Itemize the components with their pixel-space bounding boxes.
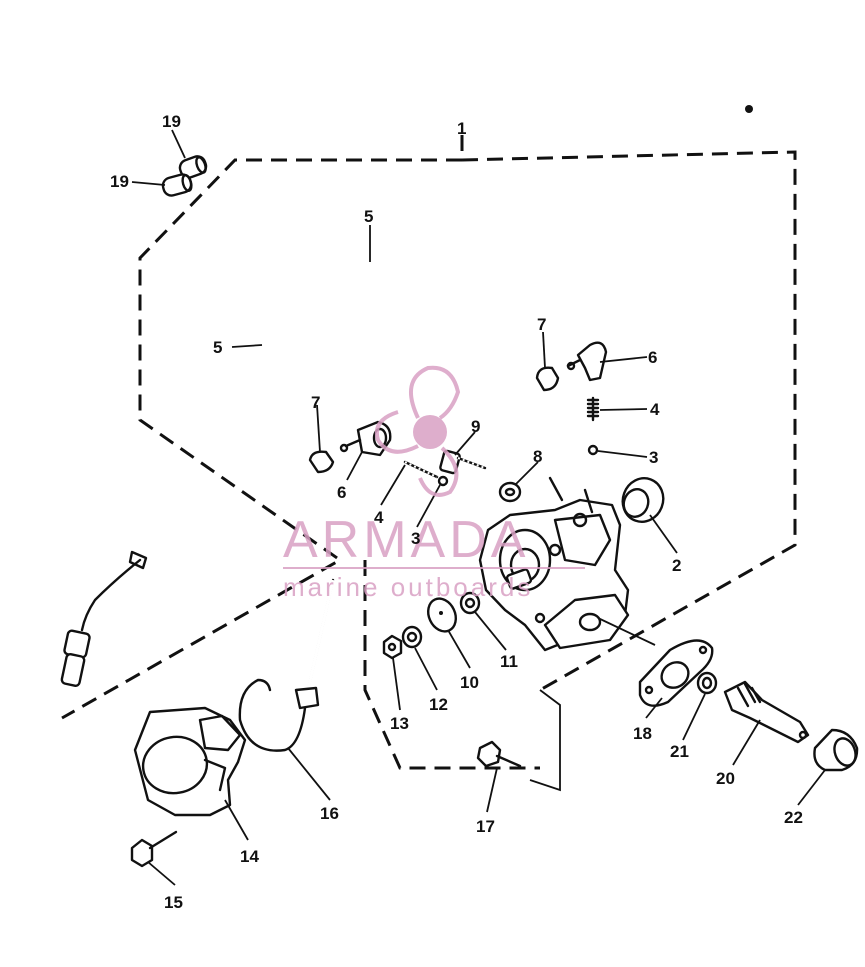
o-ring-21 [696, 671, 718, 695]
bolt-17 [476, 740, 522, 768]
callout-17: 17 [476, 817, 495, 836]
callout-6-lower: 6 [337, 483, 346, 502]
ball-lower [437, 475, 449, 487]
fuel-hose-long [217, 185, 525, 401]
callout-1: 1 [457, 119, 466, 138]
washer-11 [459, 591, 481, 615]
elbow-fitting-upper [566, 341, 608, 382]
elbow-fitting-lower [339, 420, 392, 457]
callout-13: 13 [390, 714, 409, 733]
drive-shaft-20 [723, 680, 810, 744]
bolt-15 [130, 830, 178, 868]
callout-19-lower: 19 [110, 172, 129, 191]
callout-3-lower: 3 [411, 529, 420, 548]
fuel-hose-bent [203, 202, 305, 484]
watermark-brand: ARMADA [283, 511, 529, 569]
ball-upper [587, 444, 599, 456]
callout-6-upper: 6 [648, 348, 657, 367]
callout-15: 15 [164, 893, 183, 912]
watermark-tagline: marine outboards [283, 572, 533, 602]
callout-11: 11 [500, 652, 518, 671]
callout-5-upper: 5 [364, 207, 373, 226]
screw-upper [586, 396, 600, 422]
callout-22: 22 [784, 808, 803, 827]
oil-pump-body [478, 476, 630, 652]
callout-7-upper: 7 [537, 315, 546, 334]
watermark: ARMADA marine outboards [283, 365, 585, 602]
callout-16: 16 [320, 804, 339, 823]
callout-4-lower: 4 [374, 508, 384, 527]
washer-8 [498, 481, 522, 503]
callout-19-upper: 19 [162, 112, 181, 131]
probe-16 [238, 578, 335, 752]
nut-13 [382, 634, 403, 660]
sensor-lead [60, 550, 148, 687]
oil-seal-2 [621, 477, 665, 523]
callout-2: 2 [672, 556, 681, 575]
callout-4-upper: 4 [650, 400, 660, 419]
propeller-logo [375, 365, 461, 497]
callout-14: 14 [240, 847, 259, 866]
callout-10: 10 [460, 673, 479, 692]
gasket-18 [638, 639, 714, 707]
callout-20: 20 [716, 769, 735, 788]
callout-8: 8 [533, 447, 542, 466]
callout-12: 12 [429, 695, 448, 714]
assembly-boundary [61, 105, 797, 792]
leader-lines [131, 129, 826, 886]
callout-18: 18 [633, 724, 652, 743]
nut-12 [401, 625, 423, 649]
callout-labels: 1 2 3 3 4 4 5 5 6 6 7 7 8 9 10 11 12 13 … [110, 112, 803, 912]
cap-22 [813, 728, 859, 772]
hose-clip-upper [178, 155, 208, 179]
callout-3-upper: 3 [649, 448, 658, 467]
callout-7-lower: 7 [311, 393, 320, 412]
callout-9: 9 [471, 417, 480, 436]
callout-5-left: 5 [213, 338, 222, 357]
callout-21: 21 [670, 742, 689, 761]
nut-upper [535, 366, 560, 392]
pump-cover-14 [133, 706, 247, 817]
nut-lower [308, 450, 335, 474]
hose-clip-lower [161, 173, 193, 197]
screw-lower [403, 460, 439, 479]
